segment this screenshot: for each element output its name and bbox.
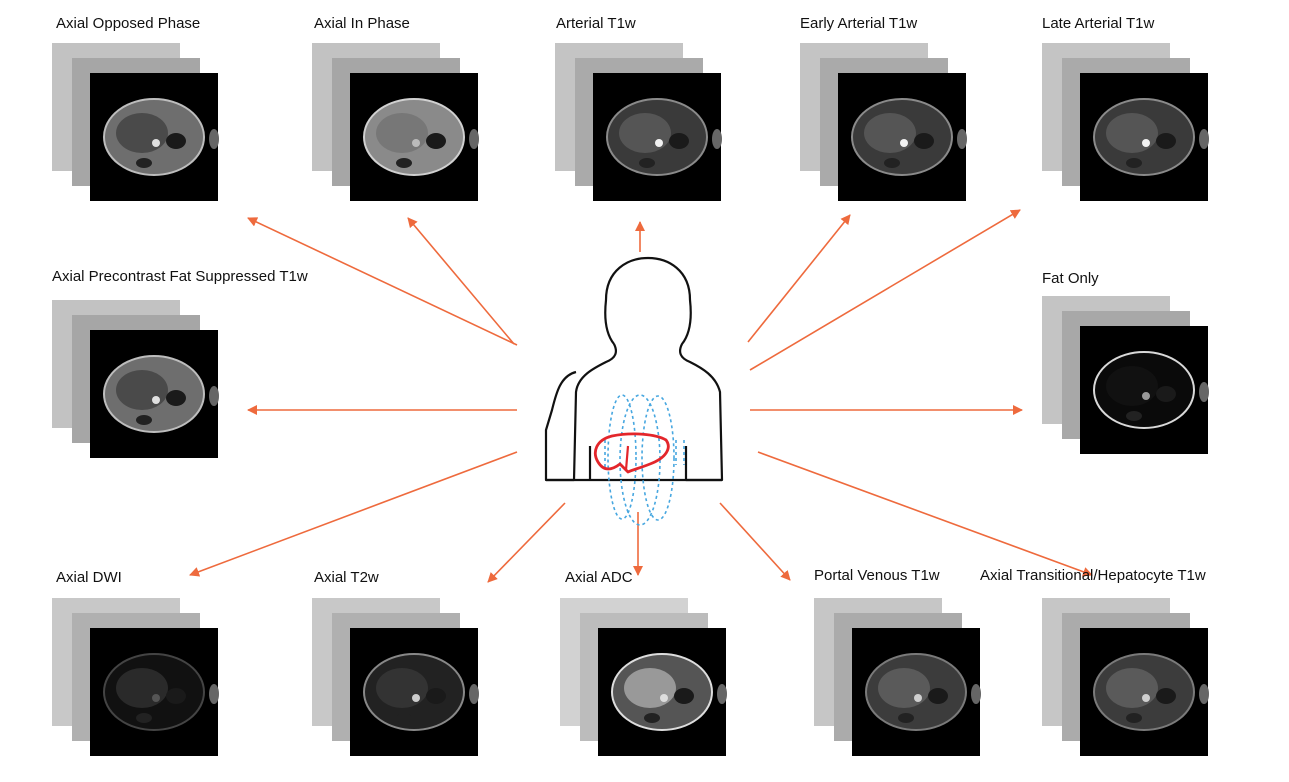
image-stack-axial-adc: [560, 598, 727, 756]
label-axial-dwi: Axial DWI: [56, 569, 122, 586]
arrows: [189, 209, 1093, 583]
label-axial-transitional-hepatocyte-t1w: Axial Transitional/Hepatocyte T1w: [980, 567, 1206, 584]
label-fat-only: Fat Only: [1042, 270, 1099, 287]
arrow-portal-venous-t1w: [719, 502, 791, 581]
image-stack-axial-opposed-phase: [52, 43, 219, 201]
label-arterial-t1w: Arterial T1w: [556, 15, 636, 32]
image-stack-axial-in-phase: [312, 43, 479, 201]
image-stack-portal-venous-t1w: [814, 598, 981, 756]
image-stack-late-arterial-t1w: [1042, 43, 1209, 201]
image-stack-fat-only: [1042, 296, 1209, 454]
image-stack-axial-transitional-hepatocyte-t1w: [1042, 598, 1209, 756]
label-axial-t2w: Axial T2w: [314, 569, 379, 586]
image-stack-early-arterial-t1w: [800, 43, 967, 201]
arrow-late-arterial-t1w: [749, 209, 1021, 371]
human-torso-icon: [544, 256, 724, 526]
image-stack-arterial-t1w: [555, 43, 722, 201]
image-stack-axial-t2w: [312, 598, 479, 756]
label-axial-adc: Axial ADC: [565, 569, 633, 586]
label-axial-precontrast-fat-suppressed-t1w: Axial Precontrast Fat Suppressed T1w: [52, 268, 308, 285]
label-axial-opposed-phase: Axial Opposed Phase: [56, 15, 201, 32]
magnetic-field-icon: [604, 394, 685, 526]
label-early-arterial-t1w: Early Arterial T1w: [800, 15, 918, 32]
image-stack-axial-dwi: [52, 598, 219, 756]
image-stack-axial-precontrast-fat-suppressed-t1w: [52, 300, 219, 458]
arrow-early-arterial-t1w: [747, 214, 851, 343]
liver-icon: [594, 432, 670, 474]
arrow-axial-transitional-hepatocyte-t1w: [757, 451, 1093, 577]
arrow-axial-dwi: [189, 451, 518, 577]
label-axial-in-phase: Axial In Phase: [314, 15, 410, 32]
label-late-arterial-t1w: Late Arterial T1w: [1042, 15, 1155, 32]
image-stacks: [52, 43, 1209, 756]
arrow-axial-opposed-phase: [247, 217, 518, 346]
label-portal-venous-t1w: Portal Venous T1w: [814, 567, 940, 584]
arrow-axial-t2w: [487, 502, 566, 583]
arrow-axial-in-phase: [407, 217, 515, 345]
